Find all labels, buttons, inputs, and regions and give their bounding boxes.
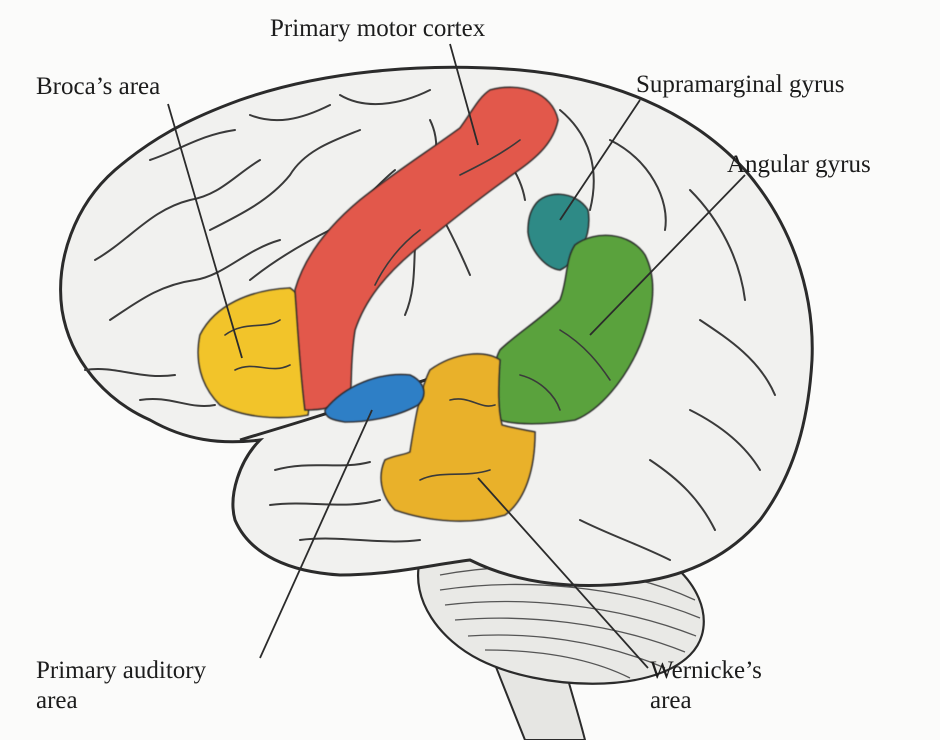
leader-lines <box>167 43 746 669</box>
label-wernickes-area-line-2: area <box>650 687 692 714</box>
label-brocas-area: Broca’s area <box>36 73 161 100</box>
leader-line-primary-motor-cortex <box>449 43 479 146</box>
leader-line-angular-gyrus <box>589 174 746 336</box>
label-primary-motor-cortex: Primary motor cortex <box>270 15 486 42</box>
label-angular-gyrus: Angular gyrus <box>727 151 871 178</box>
label-primary-auditory-area: Primary auditory area <box>36 656 206 716</box>
cerebral-cortex <box>59 65 814 588</box>
area-folds <box>224 139 611 481</box>
label-supramarginal-gyrus: Supramarginal gyrus <box>636 71 845 98</box>
leader-line-brocas-area <box>167 103 243 359</box>
primary-auditory-area-region <box>324 373 425 423</box>
label-wernickes-area: Wernicke’s area <box>650 656 762 716</box>
angular-gyrus-region <box>492 234 654 425</box>
leader-line-supramarginal-gyrus <box>559 99 641 221</box>
label-primary-auditory-area-line-1: Primary auditory <box>36 657 207 684</box>
leader-line-wernickes-area <box>477 477 649 669</box>
label-primary-auditory-area-line-2: area <box>36 687 78 714</box>
label-wernickes-area-line-1: Wernicke’s <box>650 657 762 684</box>
wernickes-area-region <box>380 353 536 522</box>
leader-line-primary-auditory-area <box>259 409 373 659</box>
